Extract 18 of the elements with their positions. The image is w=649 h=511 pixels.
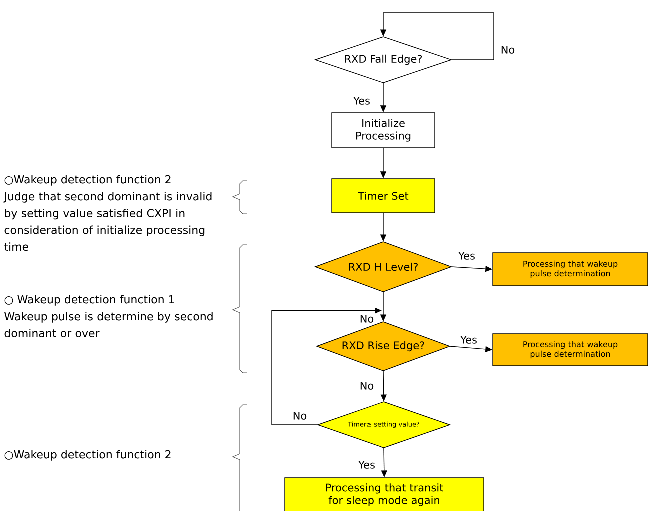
edge-label: Yes: [458, 251, 476, 261]
edge-label: No: [358, 381, 376, 391]
process-box: Processing that wakeup pulse determination: [492, 334, 648, 366]
process-box: Processing that wakeup pulse determination: [492, 252, 648, 286]
edge-label: Yes: [460, 335, 478, 345]
process-box: Timer Set: [332, 178, 436, 214]
annotation-heading: ○ Wakeup detection function 1: [4, 295, 174, 306]
edge-label: Yes: [352, 96, 372, 106]
process-box: Processing that transit for sleep mode again: [284, 478, 484, 511]
annotation-heading: ○Wakeup detection function 2: [4, 175, 171, 186]
annotation-text: Judge that second dominant is invalid by setting value satisfied CXPI in consideration of initialize processing time: [4, 192, 212, 252]
edge-label: No: [358, 314, 376, 324]
process-box: Initialize Processing: [332, 112, 436, 148]
edge-label: No: [500, 45, 516, 55]
annotation-heading: ○Wakeup detection function 2: [4, 450, 171, 461]
annotation-text: Wakeup pulse is determine by second dominant or over: [4, 312, 213, 338]
edge-label: No: [292, 411, 308, 421]
edge-label: Yes: [358, 460, 376, 470]
